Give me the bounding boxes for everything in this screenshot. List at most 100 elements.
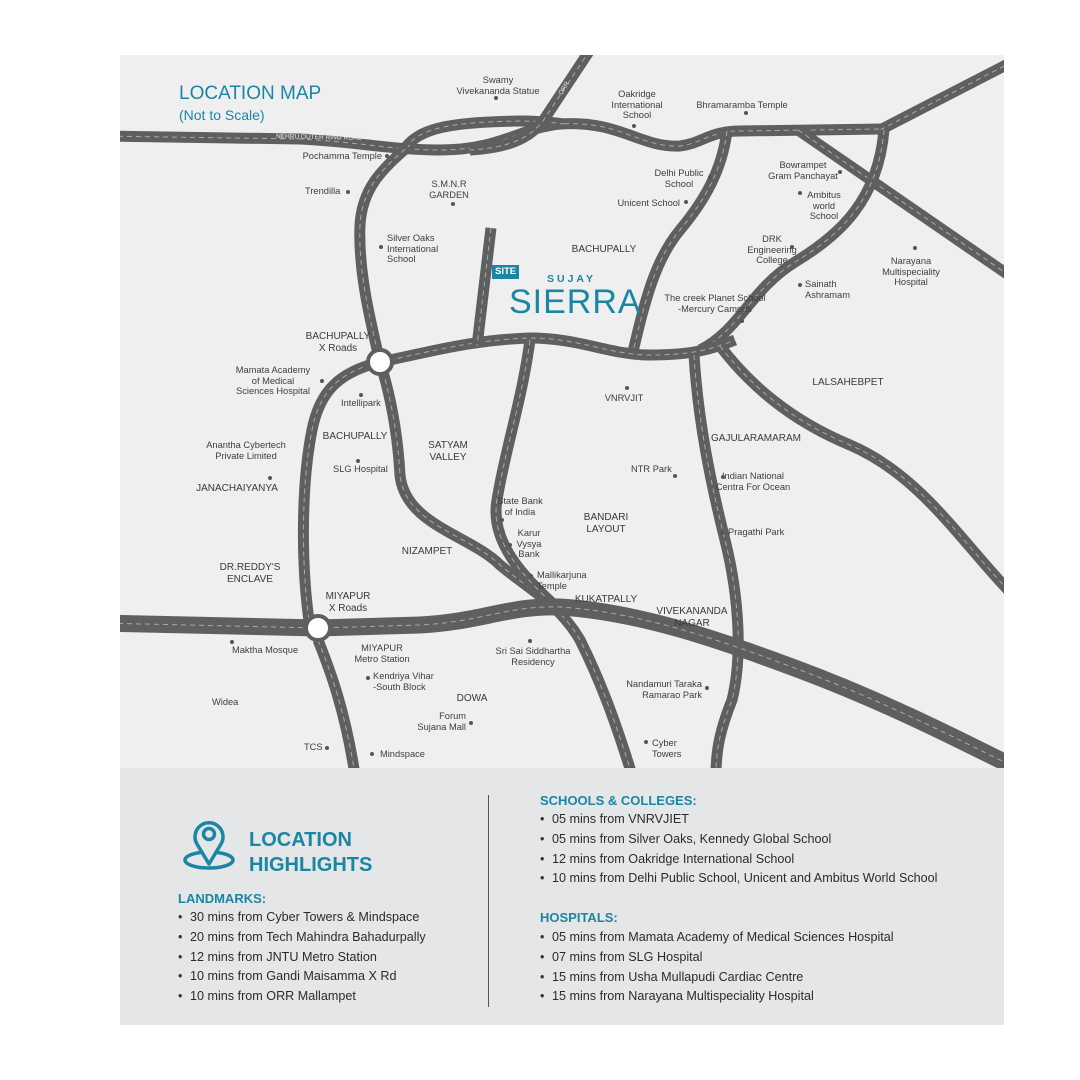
poi-marker — [469, 721, 473, 725]
map-label: Karur Vysya Bank — [516, 528, 542, 559]
area-label: SATYAM VALLEY — [428, 440, 468, 463]
map-label: Unicent School — [617, 198, 680, 208]
poi-marker — [528, 639, 532, 643]
area-label: BACHUPALLY — [322, 431, 388, 442]
poi-marker — [370, 752, 374, 756]
hospital-item: 15 mins from Narayana Multispeciality Ho… — [540, 987, 894, 1007]
area-label: BACHUPALLY X Roads — [305, 331, 371, 354]
brand-sierra-logo: SIERRA — [509, 283, 642, 321]
poi-marker — [379, 245, 383, 249]
poi-marker — [500, 518, 504, 522]
poi-marker — [798, 283, 802, 287]
poi-marker — [325, 746, 329, 750]
west-road-centerline — [302, 361, 381, 629]
area-label: VIVEKANANDA NAGAR — [656, 606, 728, 629]
map-title: LOCATION MAP — [179, 83, 322, 104]
bowrampet-diagonal-road-centerline — [797, 129, 1004, 273]
map-label: Oakridge International School — [611, 89, 663, 120]
area-label: NIZAMPET — [401, 546, 453, 557]
miyapur-south-road-centerline — [317, 639, 355, 768]
area-label: BANDARI LAYOUT — [583, 512, 629, 535]
map-label: Silver Oaks International School — [387, 233, 439, 264]
poi-marker — [790, 245, 794, 249]
map-label: Sainath Ashramam — [805, 279, 850, 300]
location-highlights-panel: LOCATION HIGHLIGHTS LANDMARKS: 30 mins f… — [120, 768, 1004, 1025]
miyapur-junction-marker — [304, 614, 332, 642]
eastern-ring-road-centerline — [699, 129, 885, 351]
poi-marker — [356, 459, 360, 463]
map-label: Trendilla — [305, 186, 341, 196]
map-label: Sri Sai Siddhartha Residency — [495, 646, 571, 667]
north-road-centerline — [359, 144, 411, 363]
map-label: Anantha Cybertech Private Limited — [206, 440, 286, 461]
map-subtitle: (Not to Scale) — [179, 107, 265, 123]
school-item: 05 mins from Silver Oaks, Kennedy Global… — [540, 830, 937, 850]
area-label: JANACHAIYANYA — [196, 483, 278, 494]
hospital-item: 05 mins from Mamata Academy of Medical S… — [540, 928, 894, 948]
poi-marker — [798, 191, 802, 195]
nh65-highway-centerline — [120, 606, 1004, 763]
bachupally-junction-marker — [366, 348, 394, 376]
poi-marker — [230, 640, 234, 644]
orr-road-centerline — [469, 55, 588, 151]
area-label: LALSAHEBPET — [812, 377, 884, 388]
poi-marker — [673, 474, 677, 478]
area-label: DOWA — [456, 693, 488, 704]
poi-marker — [744, 111, 748, 115]
hospital-item: 15 mins from Usha Mullapudi Cardiac Cent… — [540, 968, 894, 988]
school-item: 05 mins from VNRVJIET — [540, 810, 937, 830]
poi-marker — [838, 170, 842, 174]
map-label: DRK Engineering College — [747, 234, 797, 265]
poi-marker — [625, 386, 629, 390]
poi-marker — [740, 319, 744, 323]
brand-sujay: SUJAY — [547, 273, 597, 285]
poi-marker — [708, 175, 712, 179]
map-label: Indian National Centra For Ocean — [715, 471, 791, 492]
vnrvjit-road — [688, 354, 744, 768]
schools-list: 05 mins from VNRVJIET 05 mins from Silve… — [540, 810, 937, 889]
map-label: S.M.N.R GARDEN — [429, 179, 469, 200]
area-label: DR.REDDY'S ENCLAVE — [219, 562, 281, 585]
gajularamaram-road-centerline — [719, 345, 1004, 587]
poi-marker — [508, 543, 512, 547]
landmark-item: 12 mins from JNTU Metro Station — [178, 948, 426, 968]
map-label: SLG Hospital — [333, 464, 388, 474]
satyam-valley-road-centerline — [495, 339, 561, 611]
poi-marker — [385, 154, 389, 158]
poi-marker — [705, 686, 709, 690]
landmark-item: 10 mins from Gandi Maisamma X Rd — [178, 967, 426, 987]
orr-loop-road-centerline — [404, 120, 566, 149]
poi-marker — [451, 202, 455, 206]
map-label: MIYAPUR Metro Station — [354, 643, 410, 664]
map-label: Swamy Vivekananda Statue — [456, 75, 540, 96]
location-pin-icon — [183, 821, 235, 870]
school-item: 12 mins from Oakridge International Scho… — [540, 850, 937, 870]
miyapur-south-road — [312, 637, 360, 768]
poi-marker — [720, 531, 724, 535]
nh65-highway — [120, 598, 1004, 768]
hospitals-heading: HOSPITALS: — [540, 910, 618, 925]
delhi-school-road — [626, 130, 733, 358]
poi-marker — [359, 393, 363, 397]
map-label: State Bank of India — [497, 496, 543, 517]
map-label: Ambitus world School — [807, 190, 841, 221]
poi-marker — [320, 379, 324, 383]
map-label: TCS — [304, 742, 323, 752]
landmark-item: 30 mins from Cyber Towers & Mindspace — [178, 908, 426, 928]
delhi-school-road-centerline — [631, 130, 728, 357]
poi-marker — [721, 475, 725, 479]
map-label: Intellipark — [341, 398, 381, 408]
area-label: KUKATPALLY — [574, 594, 638, 605]
map-label: NTR Park — [631, 464, 672, 474]
map-label: Pragathi Park — [728, 527, 785, 537]
area-label: GAJULARAMARAM — [710, 433, 802, 444]
bachupally-main-road — [378, 332, 738, 368]
poi-marker — [494, 96, 498, 100]
landmark-item: 10 mins from ORR Mallampet — [178, 987, 426, 1007]
orr-road — [469, 55, 594, 156]
poi-marker — [632, 124, 636, 128]
highlights-title: LOCATION HIGHLIGHTS — [249, 829, 373, 876]
poi-marker — [684, 200, 688, 204]
hospitals-list: 05 mins from Mamata Academy of Medical S… — [540, 928, 894, 1007]
map-label: Pochamma Temple — [302, 151, 382, 161]
